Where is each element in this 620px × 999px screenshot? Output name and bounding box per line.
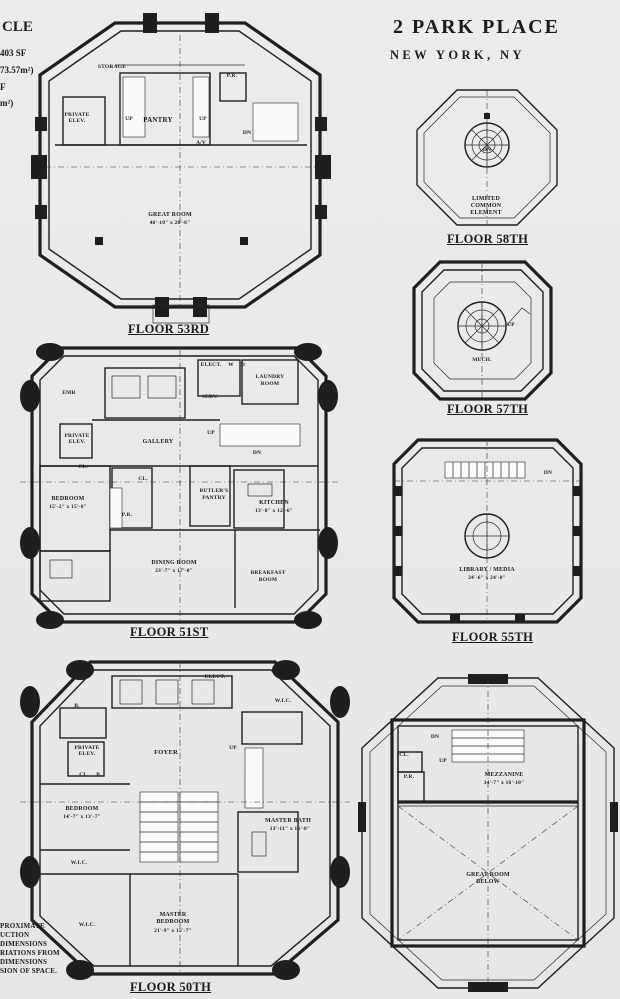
room-gallery-51: GALLERY <box>142 439 174 445</box>
room-dining-51: DINING ROOM <box>151 560 197 566</box>
room-elect-50: ELECT. <box>204 674 226 680</box>
floor-58th-plan <box>416 89 558 226</box>
appliance-w-51: W <box>228 362 234 368</box>
room-b-50a: B. <box>74 703 80 709</box>
caption-floor-51st: FLOOR 51ST <box>130 625 209 639</box>
stair-up-57: UP <box>507 322 515 328</box>
room-master-bedroom-50: MASTER BEDROOM <box>156 912 190 925</box>
room-emr-51: EMR <box>62 390 76 396</box>
dims-master-bath-50: 13'-11" x 16'-0" <box>269 826 311 832</box>
room-private-elev-53: PRIVATE ELEV. <box>64 112 90 124</box>
dims-kitchen-51: 13'-8" x 12'-6" <box>255 508 293 514</box>
footnote-line-6: SION OF SPACE. <box>0 967 58 975</box>
room-serv-51: SERV. <box>201 394 219 400</box>
stair-up-51: UP <box>207 430 215 436</box>
room-library-55: LIBRARY / MEDIA <box>459 567 515 573</box>
dims-master-bedroom-50: 21'-9" x 15'-7" <box>154 928 192 934</box>
room-b-50b: B. <box>96 772 102 778</box>
room-great-room-below: GREAT ROOM BELOW <box>466 872 510 885</box>
room-master-bath-50: MASTER BATH <box>265 818 311 824</box>
stair-up-53a: UP <box>125 116 133 122</box>
stair-dn-58: DN <box>482 147 492 153</box>
stair-dn-51: DN <box>252 450 262 456</box>
dims-bedroom-50: 14'-7" x 13'-7" <box>63 814 101 820</box>
dims-library-55: 24'-6" x 24'-8" <box>468 575 506 581</box>
building-location: NEW YORK, NY <box>390 48 525 62</box>
room-cl-51b: CL. <box>138 476 148 482</box>
room-foyer-50: FOYER <box>154 749 178 756</box>
footnote-line-4: RIATIONS FROM <box>0 949 60 957</box>
room-butlers-pantry-51: BUTLER'S PANTRY <box>199 488 229 501</box>
room-pantry-53: PANTRY <box>143 116 173 124</box>
left-clip-title: CLE <box>2 19 33 35</box>
left-clip-area-2: 73.57m²) <box>0 65 34 75</box>
room-pr-53: P.R. <box>226 73 238 79</box>
room-breakfast-51: BREAKFAST ROOM <box>250 570 286 583</box>
caption-floor-57th: FLOOR 57TH <box>447 402 529 416</box>
caption-floor-50th: FLOOR 50TH <box>130 980 212 994</box>
floor-mezzanine-plan <box>358 674 618 992</box>
floor-55th-plan <box>392 438 583 624</box>
room-wic-50c: W.I.C. <box>78 922 96 928</box>
footnote: PROXIMATE UCTION DIMENSIONS RIATIONS FRO… <box>0 922 60 976</box>
floor-53rd-plan <box>31 13 331 324</box>
room-wic-50a: W.I.C. <box>274 698 292 704</box>
room-storage-53: STORAGE <box>97 64 127 70</box>
room-great-room-53: GREAT ROOM <box>148 212 192 218</box>
floor-57th-plan <box>412 260 553 401</box>
appliance-d-51: D <box>240 362 246 368</box>
stair-up-50: UP <box>229 745 237 751</box>
left-clip-area-1: 403 SF <box>0 48 27 58</box>
footnote-line-3: DIMENSIONS <box>0 940 48 948</box>
left-clip-area-3: F <box>0 82 6 92</box>
dims-dining-51: 23'-7" x 17'-0" <box>155 568 193 574</box>
room-wic-50b: W.I.C. <box>70 860 88 866</box>
footnote-line-2: UCTION <box>0 931 30 939</box>
caption-floor-58th: FLOOR 58TH <box>447 232 529 246</box>
room-pr-51: P.R. <box>121 512 133 518</box>
dims-mezzanine: 34'-7" x 16'-10" <box>483 780 525 786</box>
room-bedroom-51: BEDROOM <box>51 496 85 502</box>
room-elect-51: ELECT. <box>200 362 222 368</box>
dims-bedroom-51: 15'-2" x 15'-6" <box>49 504 87 510</box>
room-pr-mezz: P.R. <box>403 774 415 780</box>
stair-dn-mezz: DN <box>430 734 440 740</box>
dims-great-room-53: 48'-10" x 28'-6" <box>149 220 191 226</box>
room-limited-common-58: LIMITED COMMON ELEMENT <box>470 196 502 216</box>
room-laundry-51: LAUNDRY ROOM <box>255 374 285 387</box>
floor-51st-plan <box>20 343 338 629</box>
room-mech-57: MECH. <box>472 357 492 363</box>
room-av-53: A/V <box>195 140 207 146</box>
room-cl-50: CL. <box>79 772 89 778</box>
room-kitchen-51: KITCHEN <box>259 500 289 506</box>
room-mezzanine: MEZZANINE <box>484 772 524 778</box>
stair-dn-55: DN <box>543 470 553 476</box>
room-private-elev-51: PRIVATE ELEV. <box>64 433 90 445</box>
caption-floor-53rd: FLOOR 53RD <box>128 322 210 336</box>
footnote-line-1: PROXIMATE <box>0 922 45 930</box>
left-clip-area-4: m²) <box>0 98 14 108</box>
stair-up-mezz: UP <box>439 758 447 764</box>
stair-up-53b: UP <box>199 116 207 122</box>
room-cl-mezz: CL. <box>399 752 409 758</box>
caption-floor-55th: FLOOR 55TH <box>452 630 534 644</box>
footnote-line-5: DIMENSIONS <box>0 958 48 966</box>
room-bedroom-50: BEDROOM <box>65 806 99 812</box>
room-private-elev-50: PRIVATE ELEV. <box>74 745 100 757</box>
room-cl-51a: CL. <box>78 464 88 470</box>
floor-50th-plan <box>20 660 350 980</box>
stair-dn-53: DN <box>242 130 252 136</box>
building-title: 2 PARK PLACE <box>393 16 560 38</box>
